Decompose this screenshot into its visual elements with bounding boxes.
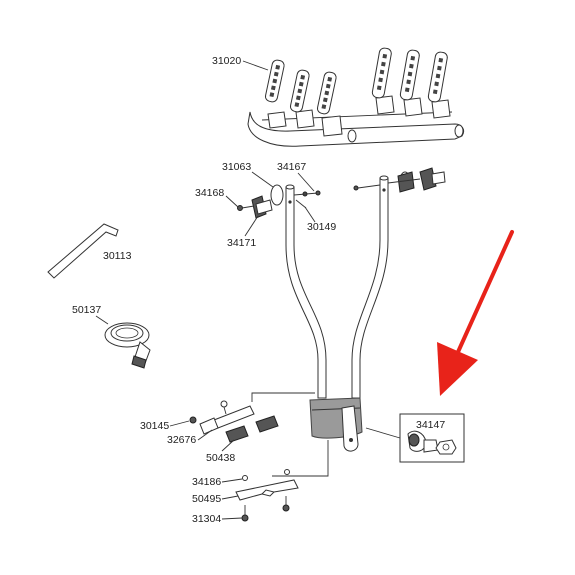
leader-50438 (221, 439, 235, 452)
label-32676: 32676 (167, 434, 196, 446)
label-30149: 30149 (307, 221, 336, 233)
label-31304: 31304 (192, 513, 221, 525)
label-50137: 50137 (72, 304, 101, 316)
leader-34171 (244, 215, 259, 237)
leader-50495 (221, 495, 239, 500)
leader-34186 (221, 478, 243, 483)
leader-30149 (304, 206, 316, 223)
strap-2 (289, 69, 310, 113)
strap-4 (371, 47, 392, 99)
leader-31020 (242, 60, 269, 71)
label-31063: 31063 (222, 161, 251, 173)
strap-3 (316, 71, 337, 115)
label-34168: 34168 (195, 187, 224, 199)
lock-barrel-group (365, 413, 465, 463)
carrier-arm-assembly (247, 95, 465, 147)
label-31020: 31020 (212, 55, 241, 67)
leader-32676 (197, 429, 213, 441)
strap-6 (427, 51, 448, 103)
label-30113: 30113 (103, 250, 132, 262)
leader-31063 (251, 171, 274, 188)
strap-1 (264, 59, 285, 103)
label-34147: 34147 (416, 419, 445, 431)
tilt-knob-left (237, 184, 321, 219)
label-50495: 50495 (192, 493, 221, 505)
label-34186: 34186 (192, 476, 221, 488)
lower-plate (235, 469, 299, 522)
leader-30145 (169, 420, 190, 427)
label-34171: 34171 (227, 237, 256, 249)
cradle-left-group (267, 109, 343, 137)
strap-roll (104, 322, 151, 369)
cradle-right-group (375, 95, 451, 119)
red-arrow-indicator (437, 230, 514, 396)
leader-lower-plate (272, 440, 329, 477)
leader-31304 (221, 517, 243, 520)
base-mount (309, 397, 363, 452)
tilt-knob-right (353, 167, 446, 193)
main-frame (285, 175, 389, 399)
label-34167: 34167 (277, 161, 306, 173)
leader-upper-bracket (251, 392, 315, 402)
strap-5 (399, 49, 420, 101)
cradle-strap-group (264, 47, 448, 115)
leader-34167 (297, 172, 315, 192)
rubber-pads (225, 415, 279, 443)
label-30145: 30145 (140, 420, 169, 432)
hex-key (47, 223, 119, 279)
label-50438: 50438 (206, 452, 235, 464)
leader-34168 (225, 195, 239, 208)
leader-50137 (95, 315, 109, 325)
clamp-bracket-upper (189, 400, 255, 435)
